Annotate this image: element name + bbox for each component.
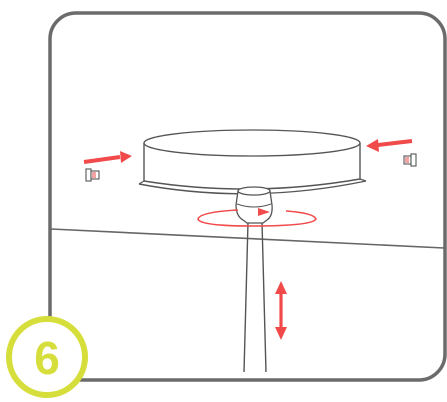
canopy-coupler — [235, 186, 273, 224]
downrod — [243, 221, 267, 373]
rotate-icon — [197, 208, 317, 227]
arrow-left-icon — [366, 139, 413, 152]
step-number-badge: 6 — [6, 316, 88, 398]
double-arrow-vertical-icon — [275, 281, 287, 340]
step-number: 6 — [34, 332, 60, 384]
screw-icon — [85, 168, 100, 182]
ceiling-canopy — [138, 129, 367, 195]
arrow-right-icon — [83, 151, 132, 164]
screw-icon — [403, 153, 417, 167]
